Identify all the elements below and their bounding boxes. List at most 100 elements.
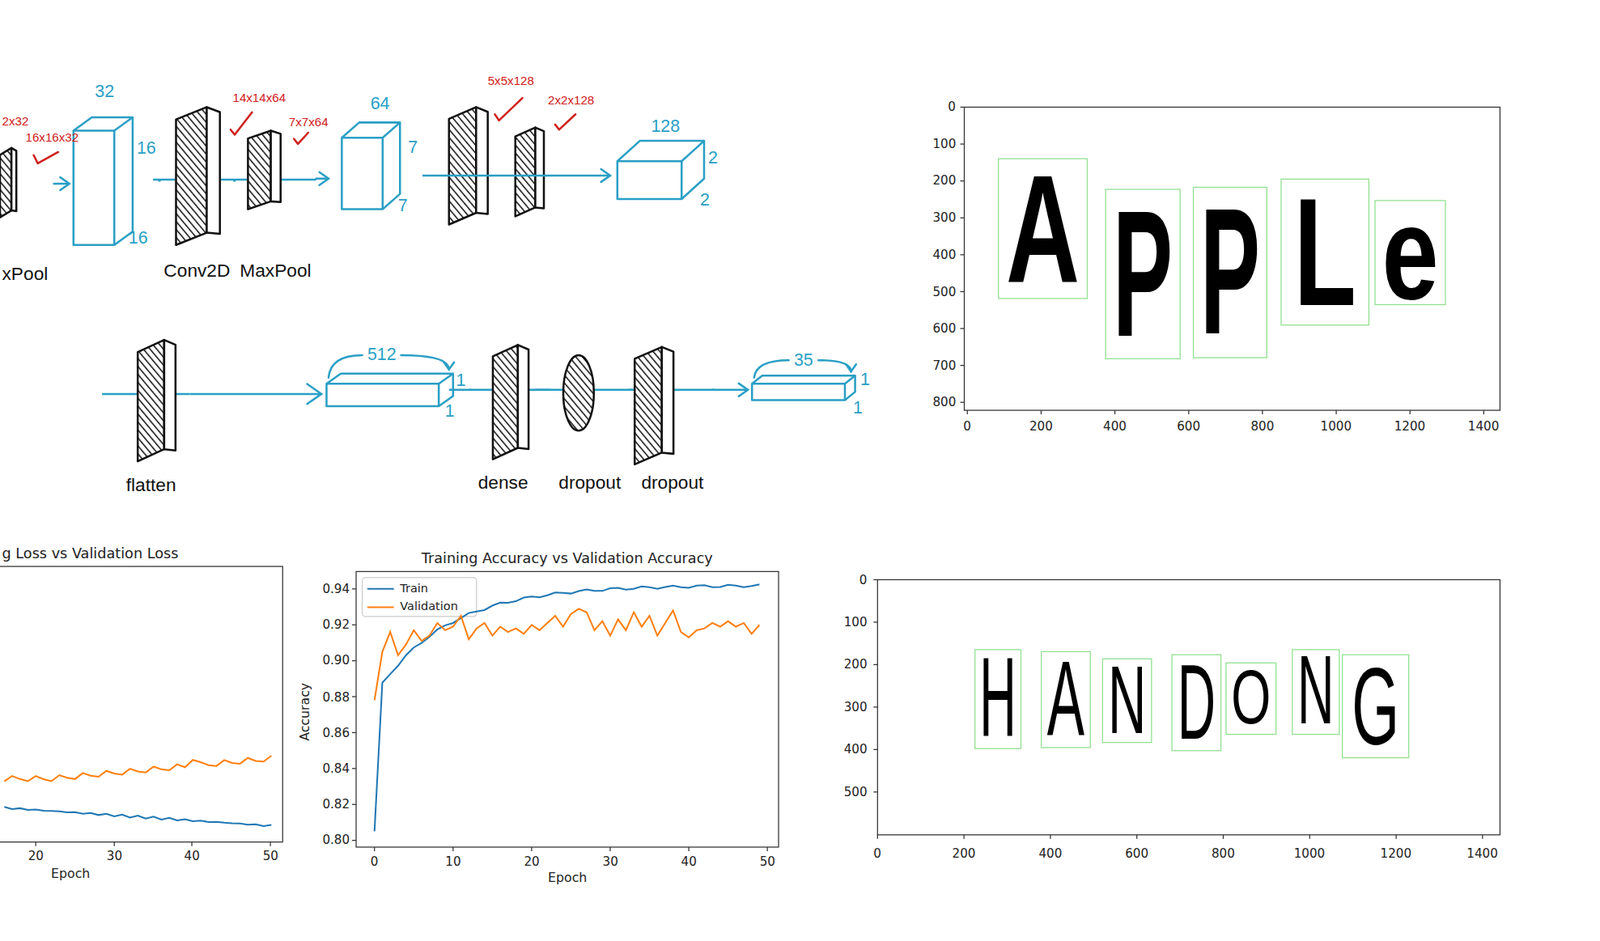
- tick-mark: [190, 842, 192, 847]
- dimension-label: 2: [708, 148, 718, 169]
- tick-mark: [1409, 410, 1411, 415]
- dimension-label: 128: [650, 116, 680, 137]
- letter-box: A: [997, 158, 1088, 300]
- legend-box: [362, 577, 477, 617]
- letter-text: A: [1047, 659, 1085, 740]
- tick-label: 400: [932, 247, 956, 263]
- tick-label: 400: [1103, 419, 1127, 434]
- letter-box: P: [1192, 186, 1268, 359]
- tensor-cube: 321616: [69, 79, 159, 253]
- layer-slab: xPool: [0, 143, 54, 295]
- slab-face: [247, 130, 271, 209]
- tensor-cube: 35 1 1: [747, 348, 871, 421]
- bracket-arrow: [328, 355, 363, 378]
- validation-loss-line: [4, 755, 272, 782]
- check-mark: [555, 114, 576, 130]
- slab-face: [634, 347, 663, 465]
- tick-label: 20: [523, 854, 539, 870]
- dimension-label: 35: [793, 350, 814, 371]
- cube-edge: [751, 383, 845, 400]
- slab-face: [0, 148, 12, 218]
- tick-mark: [352, 588, 357, 590]
- tick-label: 300: [844, 700, 868, 715]
- slab-face: [137, 339, 165, 462]
- chart-frames: [0, 106, 1500, 848]
- tick-label: 0.90: [322, 653, 350, 669]
- train-loss-line: [4, 806, 272, 827]
- letter-box: P: [1104, 188, 1180, 360]
- layer-name: dropout: [640, 472, 704, 494]
- tick-mark: [873, 664, 878, 666]
- shape-annotation: 5x5x128: [488, 73, 535, 89]
- cube-edge: [382, 122, 400, 209]
- train-accuracy-line: [374, 584, 760, 832]
- tensor-cube: 12822: [610, 112, 723, 215]
- shape-annotation: 16x16x32: [25, 130, 80, 145]
- tick-label: 700: [932, 358, 956, 374]
- chart-title: Training Accuracy vs Validation Accuracy: [421, 550, 713, 568]
- tick-mark: [1049, 835, 1051, 840]
- letter-text: e: [1381, 203, 1439, 303]
- layer-slab: dense: [471, 342, 535, 506]
- arrow-connector: [157, 180, 161, 182]
- connector-line: [712, 389, 748, 392]
- bracket-arrow: [401, 355, 450, 370]
- tick-mark: [1222, 835, 1224, 840]
- tick-mark: [352, 660, 357, 662]
- tick-label: 400: [844, 742, 868, 758]
- bracket-arrow: [845, 364, 857, 372]
- tick-mark: [352, 732, 357, 734]
- connector-line: [469, 389, 472, 392]
- tick-label: 100: [932, 136, 956, 152]
- tick-label: 0.80: [322, 833, 350, 849]
- arrow-connector: [53, 177, 70, 191]
- cube-edge: [341, 122, 400, 138]
- cube-edge: [114, 117, 133, 246]
- chart-title: g Loss vs Validation Loss: [2, 545, 179, 563]
- axis-label: Epoch: [50, 865, 90, 882]
- layer-slab: [515, 127, 536, 217]
- tick-label: 200: [1029, 419, 1053, 434]
- arrow-head: [601, 169, 611, 183]
- tick-mark: [1395, 835, 1397, 840]
- connector-line: [628, 389, 633, 392]
- tick-mark: [959, 143, 964, 145]
- slab-side: [271, 130, 281, 202]
- connector-line: [534, 389, 552, 392]
- layer-slab: [449, 106, 477, 225]
- tick-label: 600: [932, 321, 956, 336]
- layer-slab: flatten: [112, 336, 191, 506]
- layer-slab: [475, 106, 488, 214]
- arrow-head: [59, 177, 69, 191]
- tick-mark: [873, 706, 878, 708]
- tick-mark: [959, 254, 964, 255]
- tick-mark: [352, 804, 357, 806]
- layer-shape-group: [137, 339, 176, 462]
- letter-box: e: [1374, 199, 1446, 306]
- dimension-label: 1: [860, 369, 871, 391]
- image-frame: [963, 106, 1500, 411]
- slab-side: [164, 339, 176, 451]
- letter-text: H: [979, 657, 1017, 742]
- dimension-label: 64: [370, 93, 391, 115]
- tick-label: 800: [1250, 419, 1274, 434]
- dimension-label: 16: [128, 229, 149, 250]
- legend-line: [367, 606, 395, 609]
- tick-mark: [1309, 835, 1311, 840]
- tick-label: 40: [681, 854, 697, 870]
- layer-slab: dropout: [632, 343, 713, 506]
- dimension-label: 16: [136, 139, 157, 160]
- tick-label: 0.88: [322, 689, 350, 705]
- arrow-connector: [534, 389, 552, 391]
- tick-mark: [687, 847, 689, 852]
- tick-mark: [373, 847, 375, 852]
- tick-label: 1400: [1468, 419, 1500, 434]
- slab-face: [492, 344, 518, 459]
- axis-label: Accuracy: [296, 682, 312, 741]
- tick-label: 50: [759, 854, 776, 870]
- tick-mark: [269, 842, 271, 847]
- letter-text: O: [1230, 670, 1271, 728]
- tick-mark: [1335, 410, 1337, 415]
- dimension-label: 1: [853, 398, 863, 419]
